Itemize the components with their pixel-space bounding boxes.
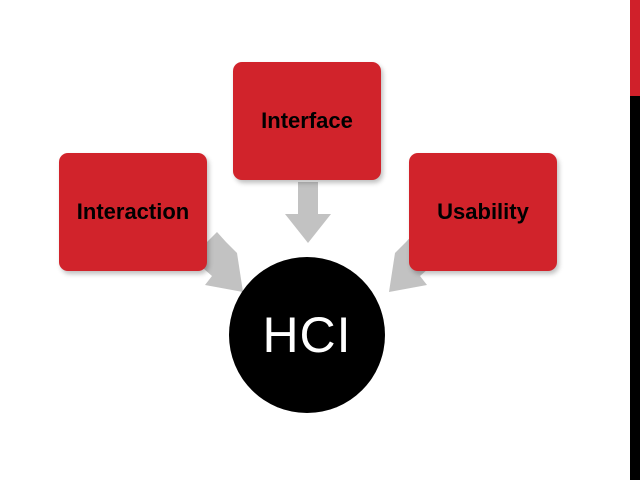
arrow-interface-to-hci	[285, 182, 331, 243]
node-interaction: Interaction	[59, 153, 207, 271]
accent-bar-red	[630, 0, 640, 96]
center-node-hci: HCI	[229, 257, 385, 413]
node-usability-label: Usability	[437, 199, 529, 224]
node-usability: Usability	[409, 153, 557, 271]
center-node-label: HCI	[262, 307, 352, 363]
node-interaction-label: Interaction	[76, 199, 190, 224]
arrow-interaction-to-hci	[196, 232, 243, 292]
accent-bar-black	[630, 96, 640, 480]
node-interface-label: Interface	[261, 108, 353, 133]
node-interface: Interface	[233, 62, 381, 180]
